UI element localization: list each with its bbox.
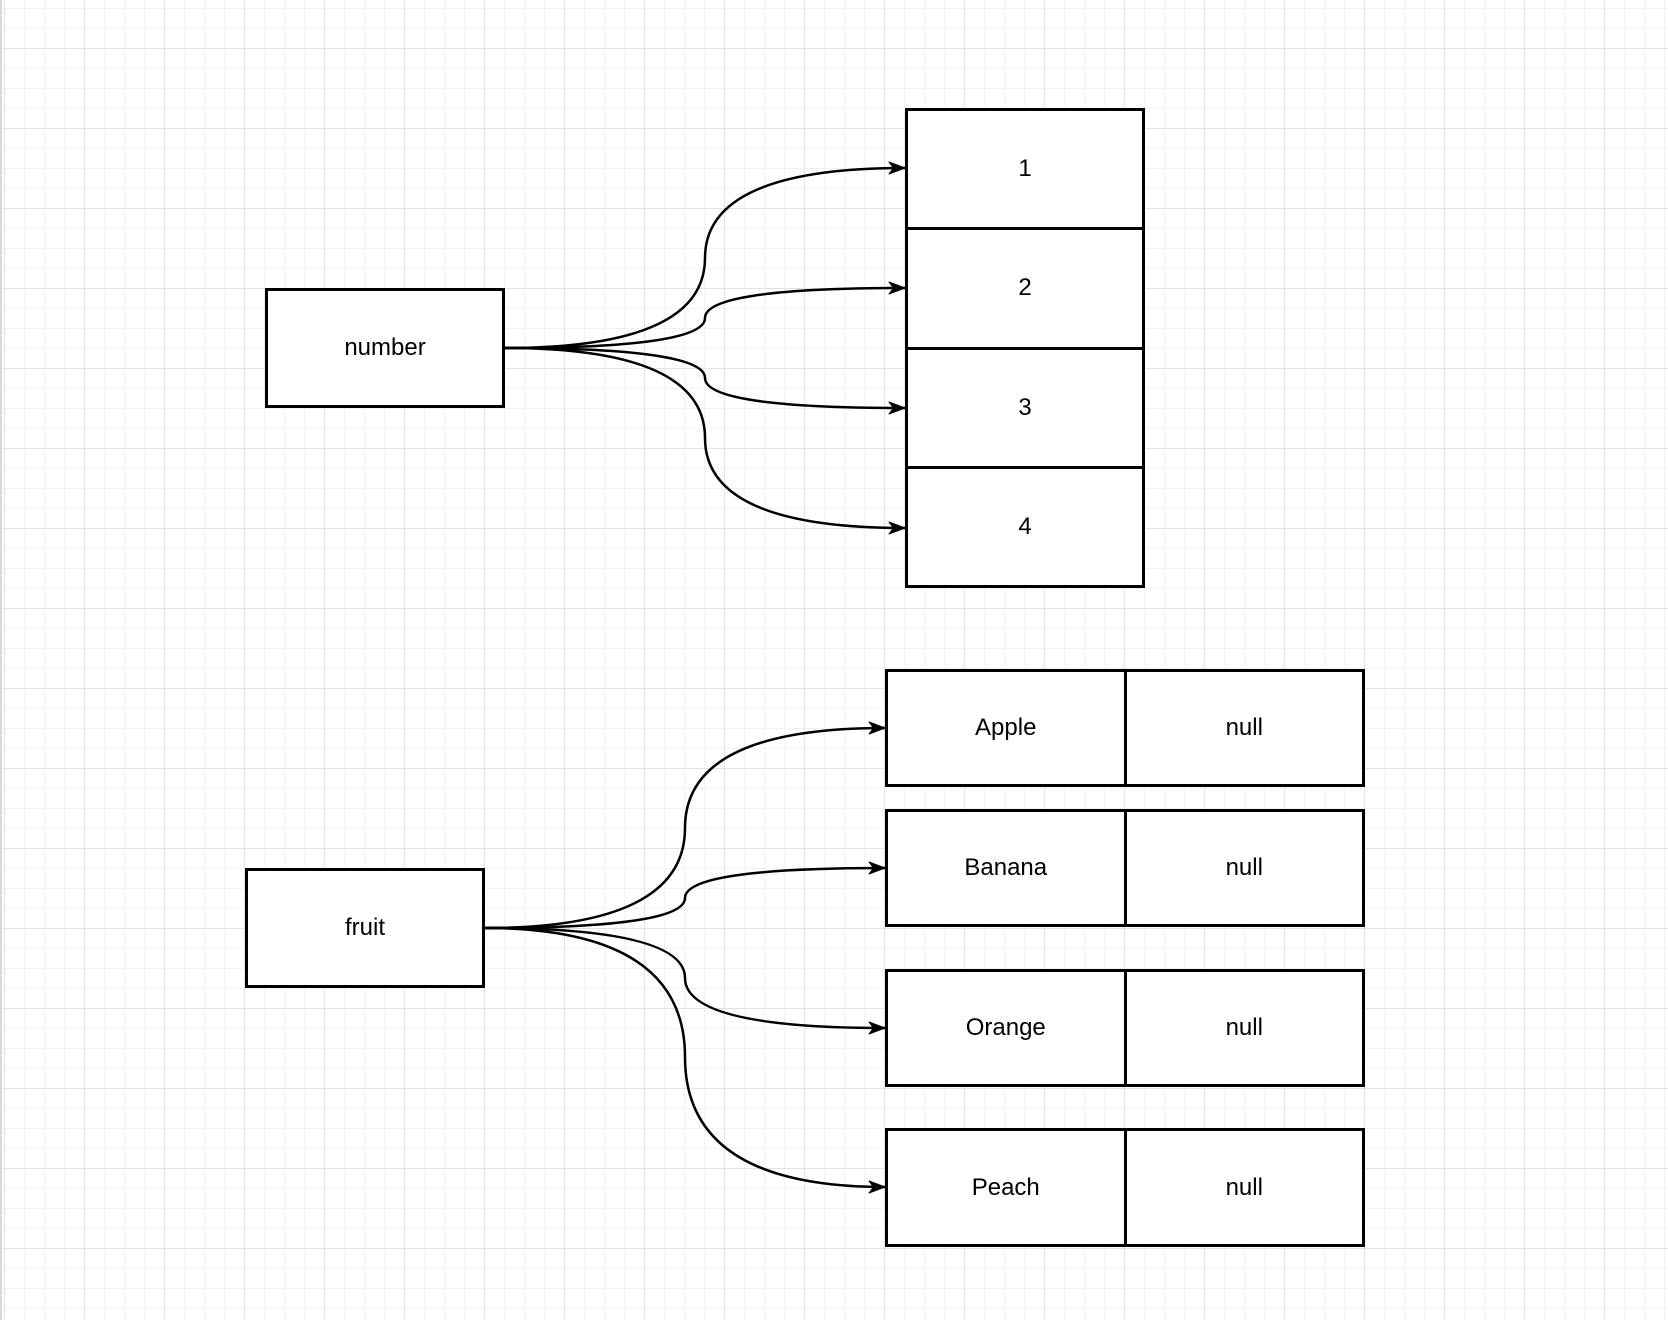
fruit-pair-orange-pointer-label: null (1225, 1014, 1263, 1041)
fruit-pair-banana[interactable]: Banana null (885, 809, 1365, 927)
fruit-pair-orange[interactable]: Orange null (885, 969, 1365, 1087)
number-array-cell-2-label: 2 (1018, 274, 1032, 302)
fruit-pair-banana-pointer[interactable]: null (1123, 812, 1363, 924)
edge-number-to-cell-4[interactable] (504, 346, 906, 535)
fruit-pair-banana-value-label: Banana (964, 854, 1048, 881)
fruit-pair-apple-pointer-label: null (1225, 714, 1263, 741)
fruit-pair-banana-pointer-label: null (1225, 854, 1263, 881)
number-array[interactable]: 1 2 3 4 (905, 108, 1145, 588)
edge-number-to-cell-2[interactable] (504, 281, 906, 350)
fruit-node[interactable]: fruit (245, 868, 485, 988)
fruit-pair-orange-value-label: Orange (965, 1014, 1046, 1041)
number-node-label: number (344, 334, 426, 361)
fruit-pair-apple[interactable]: Apple null (885, 669, 1365, 787)
number-array-cell-2[interactable]: 2 (908, 227, 1142, 346)
number-array-cell-3[interactable]: 3 (908, 346, 1142, 466)
fruit-pair-peach-value-label: Peach (971, 1173, 1040, 1201)
fruit-pair-apple-value[interactable]: Apple (888, 672, 1124, 784)
edge-fruit-to-orange[interactable] (484, 926, 886, 1035)
fruit-pair-peach-pointer-label: null (1225, 1173, 1263, 1201)
number-node[interactable]: number (265, 288, 505, 408)
number-array-cell-3-label: 3 (1018, 393, 1032, 421)
edge-number-to-cell-1[interactable] (504, 161, 906, 350)
fruit-node-label: fruit (344, 914, 385, 941)
edge-fruit-to-peach[interactable] (484, 926, 886, 1194)
fruit-pair-peach-value[interactable]: Peach (888, 1131, 1124, 1244)
fruit-pair-orange-value[interactable]: Orange (888, 972, 1124, 1084)
fruit-pair-banana-value[interactable]: Banana (888, 812, 1124, 924)
fruit-pair-apple-pointer[interactable]: null (1123, 672, 1363, 784)
number-array-cell-4-label: 4 (1018, 512, 1032, 540)
edge-fruit-to-apple[interactable] (484, 721, 886, 930)
fruit-pair-apple-value-label: Apple (975, 714, 1037, 741)
fruit-pair-peach-pointer[interactable]: null (1123, 1131, 1363, 1244)
fruit-pair-orange-pointer[interactable]: null (1123, 972, 1363, 1084)
fruit-pair-peach[interactable]: Peach null (885, 1128, 1365, 1247)
number-array-cell-4[interactable]: 4 (908, 465, 1142, 585)
number-array-cell-1[interactable]: 1 (908, 111, 1142, 227)
canvas-left-edge (0, 0, 2, 1320)
edge-number-to-cell-3[interactable] (504, 346, 906, 415)
number-array-cell-1-label: 1 (1018, 155, 1032, 183)
edge-fruit-to-banana[interactable] (484, 861, 886, 930)
